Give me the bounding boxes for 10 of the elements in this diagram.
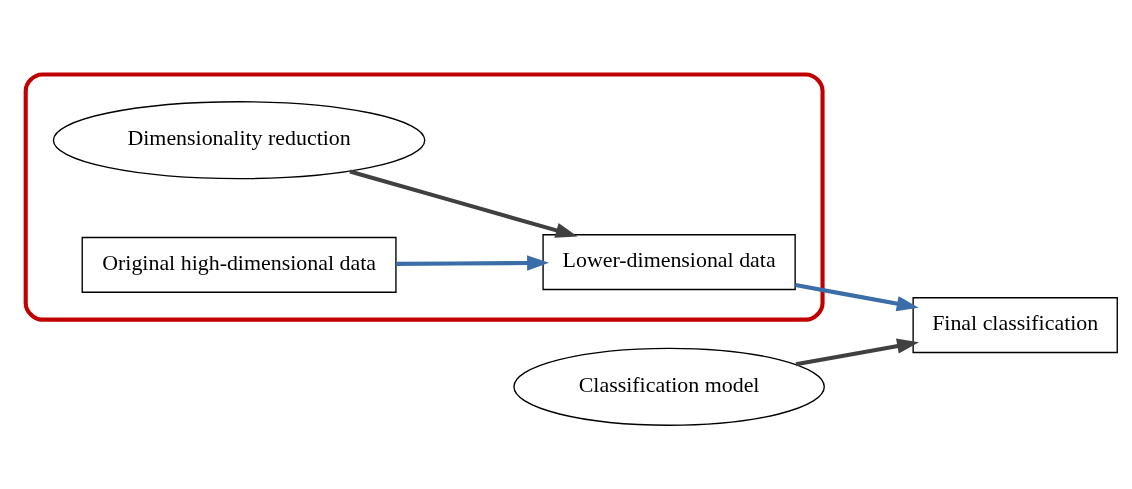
node-box: Final classification [912, 297, 1118, 354]
arrow [795, 338, 920, 367]
arrow [795, 283, 919, 312]
cluster [23, 72, 825, 322]
node-ellipse: Classification model [513, 347, 825, 426]
node-box: Original high-dimensional data [81, 236, 397, 293]
arrow [396, 255, 550, 271]
node-ellipse: Dimensionality reduction [52, 101, 426, 180]
node-box: Lower-dimensional data [542, 234, 796, 291]
arrow [349, 169, 578, 238]
